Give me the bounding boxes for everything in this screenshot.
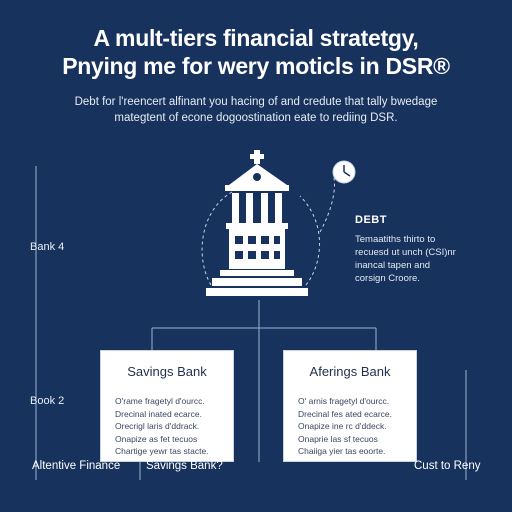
bottom-label-cust-to-reny: Cust to Reny [414, 460, 481, 472]
bottom-label-alternative-finance: Altentive Finance [32, 460, 121, 472]
card-title: Aferings Bank [309, 364, 391, 379]
debt-heading: DEBT [355, 214, 387, 226]
card-line: Onapize ine rc d'ddeck. [298, 421, 387, 431]
dashed-arc-right [299, 177, 335, 286]
card-line: Chaiiga yier tas eoorte. [298, 446, 386, 456]
page-title-line1: A mult-tiers financial stratetgy, [93, 25, 419, 51]
card-line: Drecinal inated ecarce. [115, 408, 202, 419]
side-label-bank4: Bank 4 [30, 241, 65, 253]
card-line: O' arnis fragetyl d'ourcc. [298, 396, 390, 406]
card-body: O' arnis fragetyl d'ourcc. Drecinal fes … [298, 395, 406, 458]
debt-line: corsign Croore. [355, 273, 420, 284]
clock-icon [332, 160, 356, 184]
card-body: O'rame fragetyl d'ourcc. Drecinal inated… [115, 395, 223, 458]
card-line: Chartige yewr tas stacte. [115, 446, 209, 456]
card-line: Onaprie las sf tecuos [298, 433, 378, 444]
bank-building-icon [206, 150, 308, 296]
side-label-book2: Book 2 [30, 395, 65, 407]
card-title: Savings Bank [127, 364, 207, 379]
card-line: O'rame fragetyl d'ourcc. [115, 396, 205, 406]
debt-line: inancal tapen and [355, 260, 431, 271]
savings-bank-card: Savings Bank O'rame fragetyl d'ourcc. Dr… [100, 350, 234, 462]
page-title-line2: Pnying me for wery moticls in DSR® [62, 53, 450, 79]
debt-line: recuesd ut unch (CSI)nr [355, 247, 456, 258]
bottom-label-savings-bank: Savings Bank? [146, 460, 223, 472]
card-line: Orecrigl laris d'ddrack. [115, 421, 200, 431]
card-line: Drecinal fes ated ecarce. [298, 408, 393, 419]
debt-description: Temaatiths thirto to recuesd ut unch (CS… [355, 233, 495, 285]
subtitle-line1: Debt for l'reencert alfinant you hacing … [74, 96, 438, 108]
card-line: Onapize as fet tecuos [115, 433, 198, 444]
debt-line: Temaatiths thirto to [355, 234, 436, 245]
aferings-bank-card: Aferings Bank O' arnis fragetyl d'ourcc.… [283, 350, 417, 462]
subtitle-line2: mategtent of econe dogoostination eate t… [114, 112, 398, 124]
dashed-arc-left [201, 191, 233, 286]
